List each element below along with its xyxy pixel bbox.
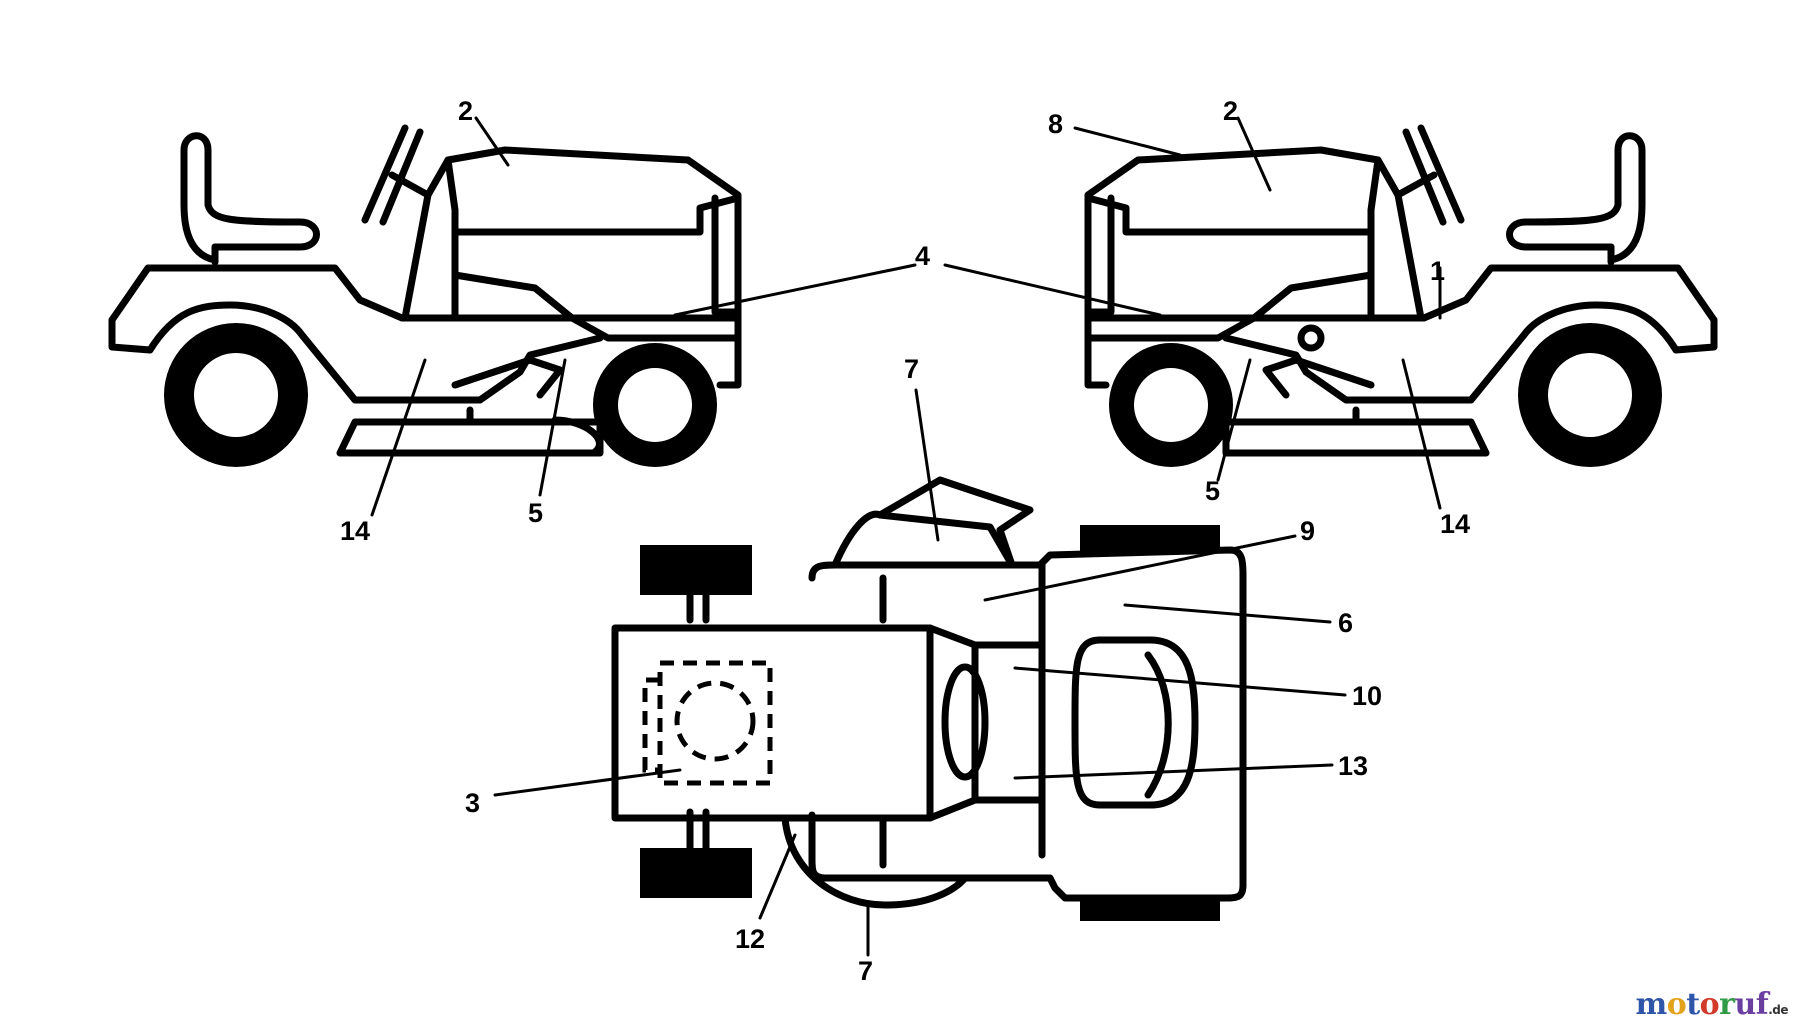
callout-labels: 2 4 14 5 8 2 1 5 14 7 9 6 10 13 3 12 7 bbox=[340, 96, 1470, 986]
deck-left bbox=[336, 418, 604, 457]
callout-deck-edge: 12 bbox=[735, 924, 765, 954]
callout-control-panel: 10 bbox=[1352, 681, 1382, 711]
callout-chute: 7 bbox=[904, 354, 919, 384]
callout-frame-mid-right: 5 bbox=[1205, 476, 1220, 506]
callout-console: 13 bbox=[1338, 751, 1368, 781]
deck-right bbox=[1222, 418, 1490, 457]
tractor-right-side-view bbox=[1084, 124, 1718, 467]
body-top bbox=[808, 546, 1247, 902]
seat-left bbox=[180, 132, 320, 264]
callout-frame-rear-right: 14 bbox=[1440, 509, 1470, 539]
callout-deck-bottom: 7 bbox=[858, 956, 873, 986]
callout-frame-mid-left: 5 bbox=[528, 498, 543, 528]
callout-hood-left: 2 bbox=[458, 96, 473, 126]
leader-lines bbox=[370, 116, 1442, 957]
body-right bbox=[1222, 301, 1718, 404]
hood-left bbox=[424, 146, 742, 342]
callout-hood-top-right: 8 bbox=[1048, 109, 1063, 139]
body-left bbox=[108, 301, 604, 404]
rear-left-wheel-top bbox=[1080, 525, 1220, 551]
callout-hood-right: 2 bbox=[1223, 96, 1238, 126]
seat-top bbox=[1071, 636, 1199, 809]
callout-hood-top-view: 3 bbox=[465, 788, 480, 818]
callout-frame-rear-left: 14 bbox=[340, 516, 370, 546]
callout-dash: 9 bbox=[1300, 516, 1315, 546]
discharge-chute bbox=[831, 476, 1034, 569]
front-left-wheel-top bbox=[640, 545, 752, 595]
steering-column-top bbox=[941, 663, 989, 781]
engine-outline bbox=[657, 660, 773, 786]
tractor-top-view bbox=[611, 476, 1247, 921]
tractor-left-side-view bbox=[108, 124, 742, 467]
callout-seat-area: 6 bbox=[1338, 608, 1353, 638]
front-right-wheel-top bbox=[640, 848, 752, 898]
motoruf-watermark: motoruf.de bbox=[1635, 987, 1789, 1022]
deck-top bbox=[781, 814, 969, 909]
seat-right bbox=[1506, 132, 1646, 264]
callout-fender-right: 1 bbox=[1430, 256, 1445, 286]
callout-side-panel: 4 bbox=[915, 241, 930, 271]
hood-top bbox=[611, 624, 979, 822]
